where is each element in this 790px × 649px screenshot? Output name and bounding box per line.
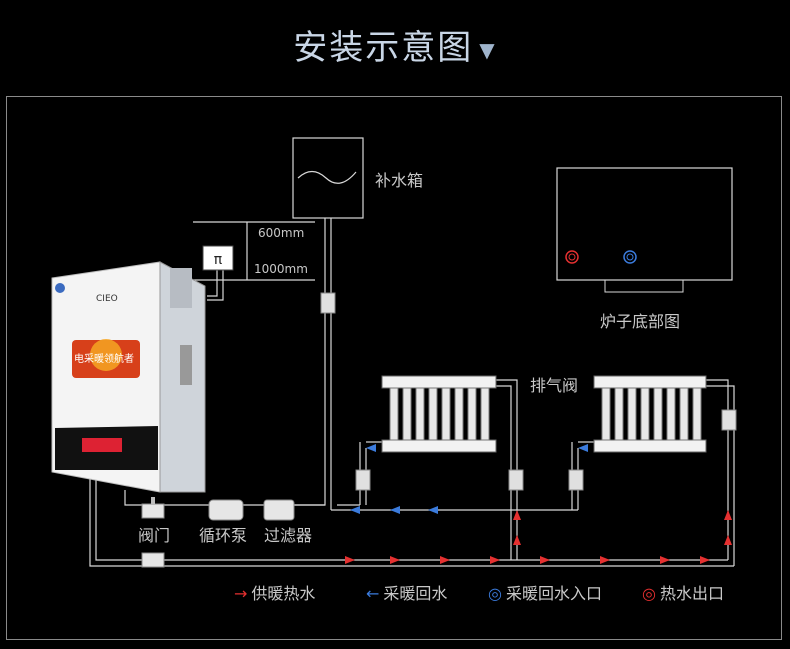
electric-boiler xyxy=(51,261,206,493)
height-1000-label: 1000mm xyxy=(254,262,308,276)
drain-valve xyxy=(141,552,165,568)
filter-component xyxy=(263,499,295,521)
tank-valve xyxy=(320,292,336,314)
circulation-pump xyxy=(208,499,244,521)
red-ring-icon: ◎ xyxy=(642,584,656,603)
return-flow-arrows xyxy=(350,444,588,514)
vent-label: 排气阀 xyxy=(530,376,579,395)
red-arrow-icon: → xyxy=(234,584,248,603)
svg-text:π: π xyxy=(214,252,223,268)
legend-return-label: 采暖回水 xyxy=(383,584,448,603)
chevron-down-icon: ▼ xyxy=(479,37,497,62)
valve-label: 阀门 xyxy=(138,526,171,545)
pressure-gauge-box: π xyxy=(202,245,234,271)
valve-component xyxy=(141,497,165,519)
boiler-brand: CIEO xyxy=(96,294,118,304)
blue-arrow-icon: ← xyxy=(366,584,380,603)
radiator-valve-3 xyxy=(568,469,584,491)
makeup-water-tank xyxy=(292,137,364,219)
diagram-frame xyxy=(6,96,782,640)
boiler-sticker: 电采暖领航者 xyxy=(74,354,134,365)
radiator-right xyxy=(593,375,707,453)
pipes xyxy=(89,218,735,567)
height-600-label: 600mm xyxy=(258,226,305,240)
legend-hot-outlet-label: 热水出口 xyxy=(659,584,724,603)
pump-label: 循环泵 xyxy=(199,526,248,545)
legend-return: ←采暖回水 xyxy=(366,580,447,604)
legend-supply: →供暖热水 xyxy=(234,580,315,604)
legend-hot-outlet: ◎热水出口 xyxy=(642,580,724,604)
tank-label: 补水箱 xyxy=(375,171,424,190)
page-title: 安装示意图▼ xyxy=(0,20,790,69)
furnace-bottom-view xyxy=(556,167,733,293)
legend-return-inlet-label: 采暖回水入口 xyxy=(505,584,602,603)
title-text: 安装示意图 xyxy=(293,28,474,68)
supply-flow-arrows xyxy=(345,510,732,564)
radiator-valve-2 xyxy=(508,469,524,491)
legend-return-inlet: ◎采暖回水入口 xyxy=(488,580,602,604)
legend-supply-label: 供暖热水 xyxy=(251,584,316,603)
radiator-valve-4 xyxy=(721,409,737,431)
blue-ring-icon: ◎ xyxy=(488,584,502,603)
radiator-left xyxy=(381,375,497,453)
filter-label: 过滤器 xyxy=(264,526,313,545)
furnace-bottom-label: 炉子底部图 xyxy=(600,312,681,331)
radiator-valve-1 xyxy=(355,469,371,491)
